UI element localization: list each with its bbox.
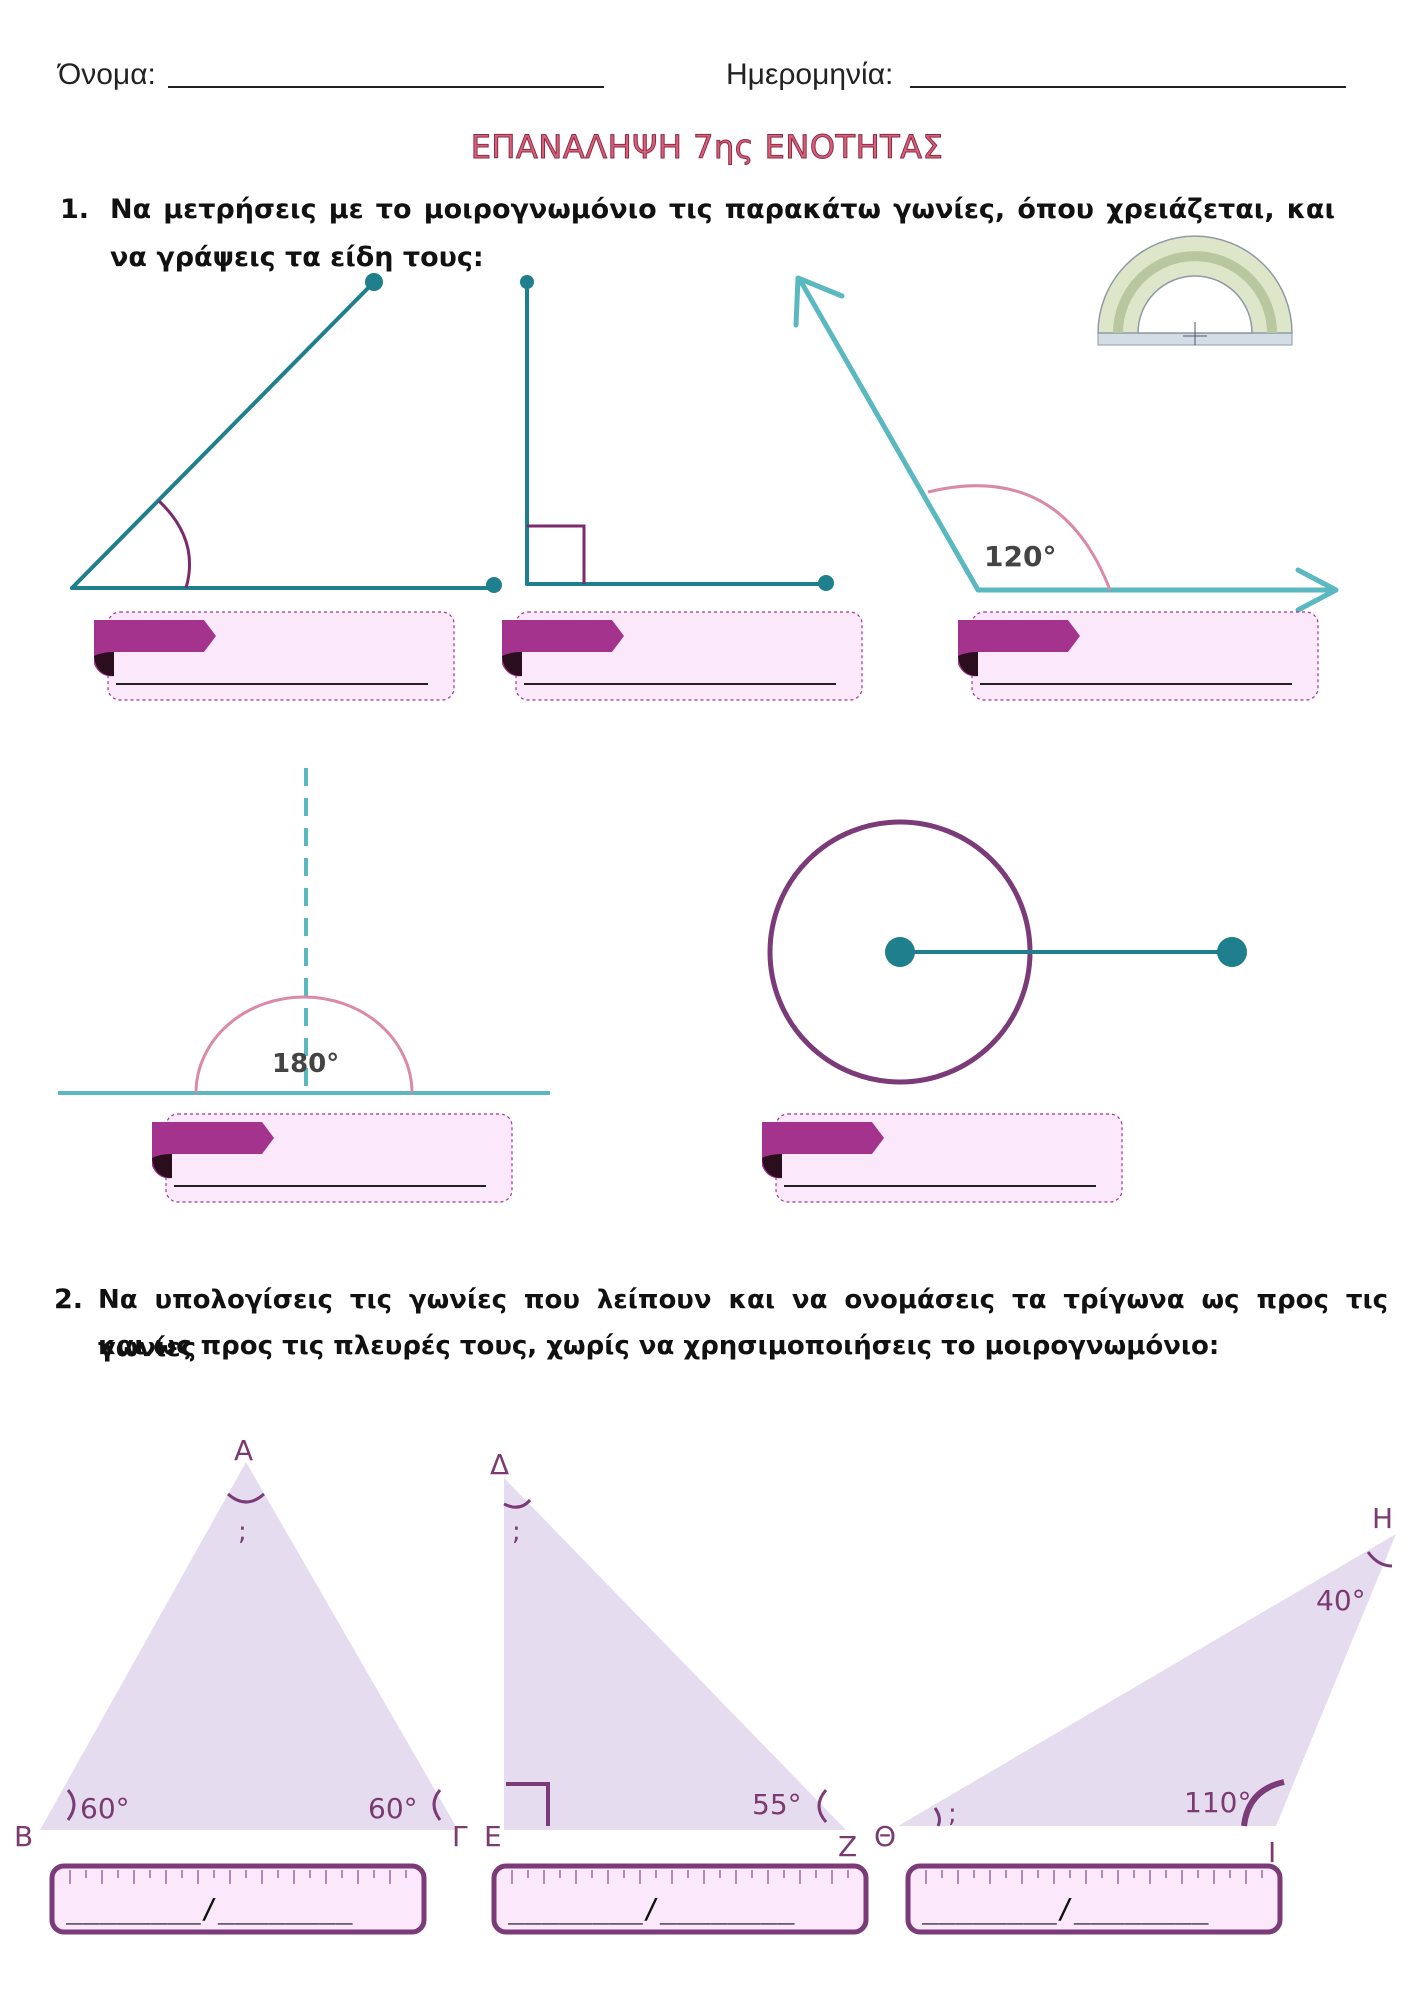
vertex-a: Α <box>234 1434 253 1467</box>
answer-box-2[interactable] <box>501 611 863 701</box>
answer-blank-2: ________/________ <box>508 1892 795 1926</box>
straight-angle-figure: 180° <box>58 768 550 1095</box>
vertex-g: Γ <box>452 1820 468 1853</box>
answer-ruler-1[interactable]: ________/________ <box>52 1866 424 1932</box>
vertex-e: Ε <box>484 1820 502 1853</box>
name-line[interactable] <box>168 86 604 88</box>
vertex-h: Η <box>1372 1502 1393 1535</box>
triangle-abg: ; Α Β Γ 60° 60° <box>14 1434 468 1853</box>
date-label: Ημερομηνία: <box>726 58 894 91</box>
angle-label-180: 180° <box>272 1049 339 1079</box>
page-title: ΕΠΑΝΑΛΗΨΗ 7ης ΕΝΟΤΗΤΑΣ <box>470 128 944 167</box>
angle-i-value: 110° <box>1184 1786 1251 1819</box>
right-angle-figure <box>520 275 834 591</box>
answer-box-3[interactable] <box>957 611 1319 701</box>
answer-box-5[interactable] <box>761 1113 1123 1203</box>
acute-angle-figure <box>70 273 502 593</box>
triangle-dez: ; Δ Ε Ζ 55° <box>484 1448 857 1863</box>
name-label: Όνομα: <box>58 58 156 91</box>
ruler-ticks <box>69 1870 1263 1884</box>
angle-h-value: 40° <box>1316 1584 1366 1617</box>
answer-box-1[interactable] <box>93 611 455 701</box>
question-2-number: 2. <box>54 1284 84 1315</box>
question-1-number: 1. <box>60 194 90 225</box>
vertex-z: Ζ <box>838 1830 857 1863</box>
answer-ruler-3[interactable]: ________/________ <box>908 1866 1280 1932</box>
unknown-angle-th: ; <box>948 1799 957 1829</box>
unknown-angle-a: ; <box>238 1517 247 1547</box>
full-angle-figure <box>767 819 1247 1085</box>
answer-blank-1: ________/________ <box>66 1892 353 1926</box>
vertex-th: Θ <box>874 1820 896 1853</box>
question-1-line-1: Να μετρήσεις με το μοιρογνωμόνιο τις παρ… <box>110 194 1335 225</box>
vertex-d: Δ <box>490 1448 509 1481</box>
angle-g-value: 60° <box>368 1792 418 1825</box>
date-line[interactable] <box>910 86 1346 88</box>
protractor-icon <box>1097 235 1293 346</box>
unknown-angle-d: ; <box>512 1517 521 1547</box>
triangle-hthi: Η Θ Ι 40° ; 110° <box>874 1502 1396 1869</box>
answer-box-4[interactable] <box>151 1113 513 1203</box>
question-2-line-2: και ως προς τις πλευρές τους, χωρίς να χ… <box>98 1331 1220 1361</box>
angle-z-value: 55° <box>752 1788 802 1821</box>
answer-blank-3: ________/________ <box>922 1892 1209 1926</box>
vertex-b: Β <box>14 1820 33 1853</box>
vertex-i: Ι <box>1268 1836 1276 1869</box>
question-1-line-2: να γράψεις τα είδη τους: <box>110 242 484 273</box>
angle-label-120: 120° <box>984 540 1056 573</box>
angle-b-value: 60° <box>80 1792 130 1825</box>
question-2-line-1: Να υπολογίσεις τις γωνίες που λείπουν κα… <box>98 1285 1388 1363</box>
answer-ruler-2[interactable]: ________/________ <box>494 1866 866 1932</box>
obtuse-angle-figure: 120° <box>793 275 1339 613</box>
